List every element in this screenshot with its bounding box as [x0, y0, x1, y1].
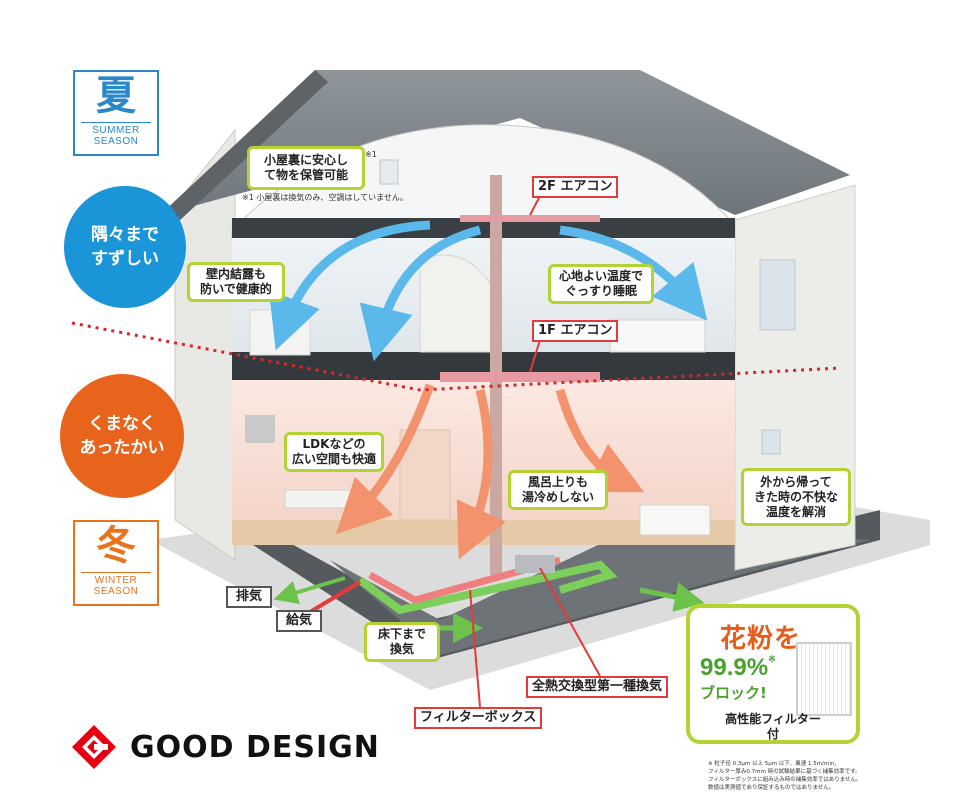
summer-en-line2: SEASON [93, 136, 139, 147]
winter-badge: くまなく あったかい [60, 374, 184, 498]
callout-attic: 小屋裏に安心し て物を保管可能 [247, 146, 365, 190]
supply-arrow [308, 580, 362, 614]
leader-line [529, 195, 541, 216]
exhaust-label: 排気 [226, 586, 272, 608]
callout-bath: 風呂上りも 湯冷めしない [508, 470, 608, 510]
callout-outside: 外から帰って きた時の不快な 温度を解消 [741, 468, 851, 526]
heat-exchanger-unit [515, 555, 555, 573]
winter-en-line1: WINTER [94, 575, 138, 586]
cool-air-arrow [269, 220, 431, 351]
attic-window [379, 159, 399, 185]
good-design-g-mark-icon [72, 725, 116, 769]
winter-rule [81, 572, 151, 573]
callout-sleep: 心地よい温度で ぐっすり睡眠 [548, 264, 654, 304]
bathtub [639, 504, 711, 536]
pollen-title: 花粉を [720, 624, 802, 654]
heat-exchange-label: 全熱交換型第一種換気 [526, 676, 669, 698]
staircase-lower [399, 429, 451, 521]
summer-badge: 隅々まで すずしい [64, 186, 186, 308]
ac-1f-label: 1F エアコン [532, 320, 619, 342]
leader-line [539, 567, 601, 677]
attic-note: ※1 小屋裏は換気のみ、空調はしていません。 [242, 193, 408, 202]
warm-air-arrow [555, 388, 645, 493]
filter-box-label: フィルターボックス [414, 707, 543, 729]
exhaust-arrow [273, 576, 346, 605]
supply-label: 給気 [276, 610, 322, 632]
roof-edge [160, 70, 328, 222]
furniture-bed [609, 319, 706, 353]
good-design-wordmark: GOOD DESIGN [130, 729, 380, 765]
season-divider [71, 321, 841, 392]
leader-line [469, 589, 481, 708]
winter-season-box: 冬 WINTER SEASON [73, 520, 159, 606]
furniture-desk [249, 309, 311, 356]
footnote: ※ 粒子径 0.3μm 以上 5μm 以下、風速 1.5m/min、 フィルター… [708, 761, 862, 791]
ac-2f-duct [460, 215, 600, 222]
pollen-percent-value: 99.9% [700, 654, 769, 681]
callout-wall: 壁内結露も 防いで健康的 [187, 262, 285, 302]
filter-icon [796, 642, 852, 716]
ac-1f-duct [440, 372, 600, 382]
underfloor-flow-arrow [639, 582, 705, 612]
good-design-logo: GOOD DESIGN [70, 722, 380, 772]
warm-air-arrow [456, 388, 506, 560]
pollen-block-text: ブロック! [700, 684, 767, 702]
cool-air-arrow [359, 225, 482, 362]
underfloor-duct-red [368, 556, 561, 604]
summer-en-line1: SUMMER [92, 125, 140, 136]
window-upper [759, 259, 796, 331]
dining-table [284, 489, 356, 509]
summer-rule [81, 122, 151, 123]
pollen-filter-panel: 花粉を 99.9%※ ブロック! 高性能フィルター 付 [686, 604, 860, 744]
window-lower [761, 429, 781, 455]
ac-2f-label: 2F エアコン [532, 176, 619, 198]
leader-line [529, 339, 541, 373]
attic-mark: ※1 [365, 150, 377, 159]
cool-air-arrow [559, 225, 708, 321]
underfloor-duct-green [357, 560, 618, 615]
callout-underfloor: 床下まで 換気 [364, 622, 440, 662]
summer-kanji: 夏 [96, 72, 136, 119]
second-floor-ceiling [232, 218, 735, 238]
pollen-caption: 高性能フィルター 付 [725, 712, 821, 741]
pollen-percent-mark: ※ [768, 654, 776, 664]
microwave [245, 415, 275, 443]
callout-ldk: LDKなどの 広い空間も快適 [284, 432, 384, 472]
pollen-percent: 99.9%※ [700, 654, 776, 682]
second-floor-slab [232, 352, 735, 380]
winter-kanji: 冬 [96, 522, 136, 569]
warm-air-arrow [335, 383, 435, 535]
winter-en-line2: SEASON [93, 586, 139, 597]
summer-season-box: 夏 SUMMER SEASON [73, 70, 159, 156]
